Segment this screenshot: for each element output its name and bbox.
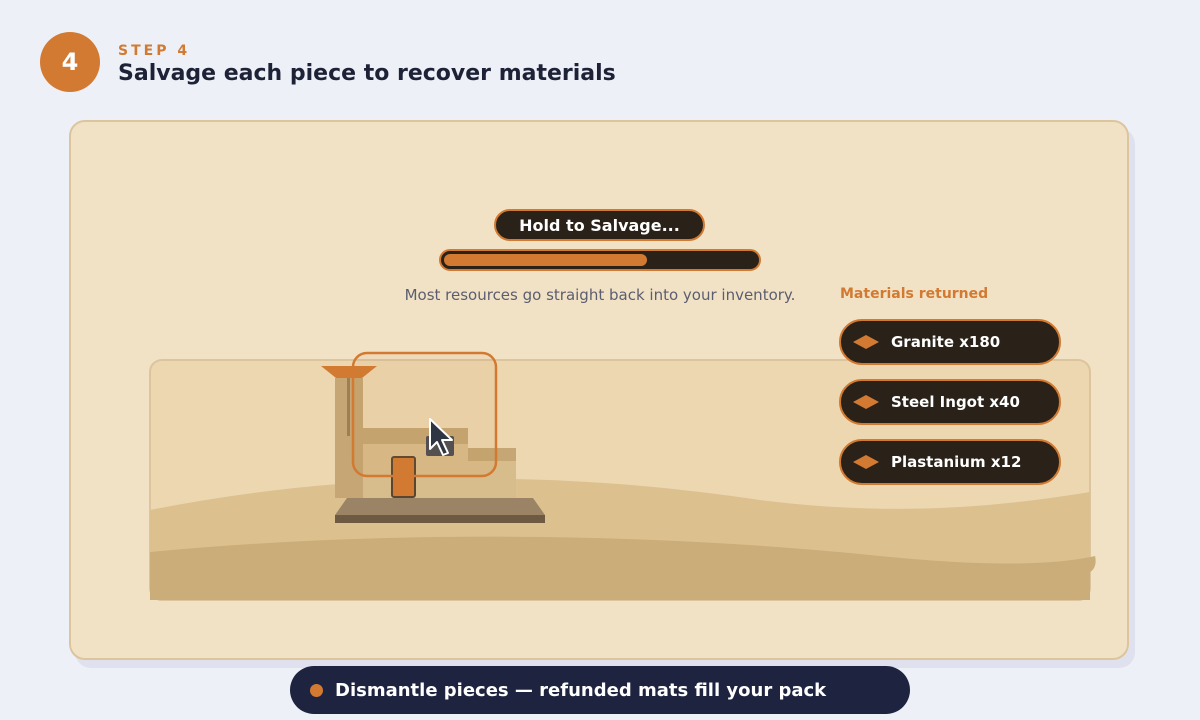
step-title: Salvage each piece to recover materials bbox=[118, 61, 616, 86]
step-number-badge: 4 bbox=[40, 32, 100, 92]
material-item-steel-ingot: Steel Ingot x40 bbox=[839, 379, 1061, 425]
material-item-granite: Granite x180 bbox=[839, 319, 1061, 365]
material-label: Steel Ingot x40 bbox=[891, 393, 1020, 411]
material-label: Plastanium x12 bbox=[891, 453, 1022, 471]
salvage-hint: Most resources go straight back into you… bbox=[404, 286, 796, 304]
pillar-crack bbox=[347, 378, 350, 436]
salvage-progress-fill bbox=[444, 254, 647, 266]
selection-box[interactable] bbox=[351, 351, 498, 478]
hold-to-salvage-button[interactable]: Hold to Salvage... bbox=[494, 209, 705, 241]
bullet-dot-icon bbox=[310, 683, 323, 697]
step-label: STEP 4 bbox=[118, 43, 191, 59]
material-label: Granite x180 bbox=[891, 333, 1001, 351]
cursor-icon bbox=[429, 418, 453, 456]
foundation-slab bbox=[335, 498, 545, 515]
diamond-icon bbox=[853, 395, 879, 409]
pillar-cap bbox=[321, 366, 377, 378]
diamond-icon bbox=[853, 335, 879, 349]
salvage-progress-bar bbox=[439, 249, 761, 271]
sand-dune-front bbox=[150, 536, 1096, 600]
crate-top bbox=[468, 448, 516, 461]
caption-banner: Dismantle pieces — refunded mats fill yo… bbox=[290, 666, 910, 714]
caption-text: Dismantle pieces — refunded mats fill yo… bbox=[335, 679, 827, 701]
material-item-plastanium: Plastanium x12 bbox=[839, 439, 1061, 485]
materials-heading: Materials returned bbox=[840, 286, 989, 302]
foundation-base bbox=[335, 515, 545, 523]
diamond-icon bbox=[853, 455, 879, 469]
